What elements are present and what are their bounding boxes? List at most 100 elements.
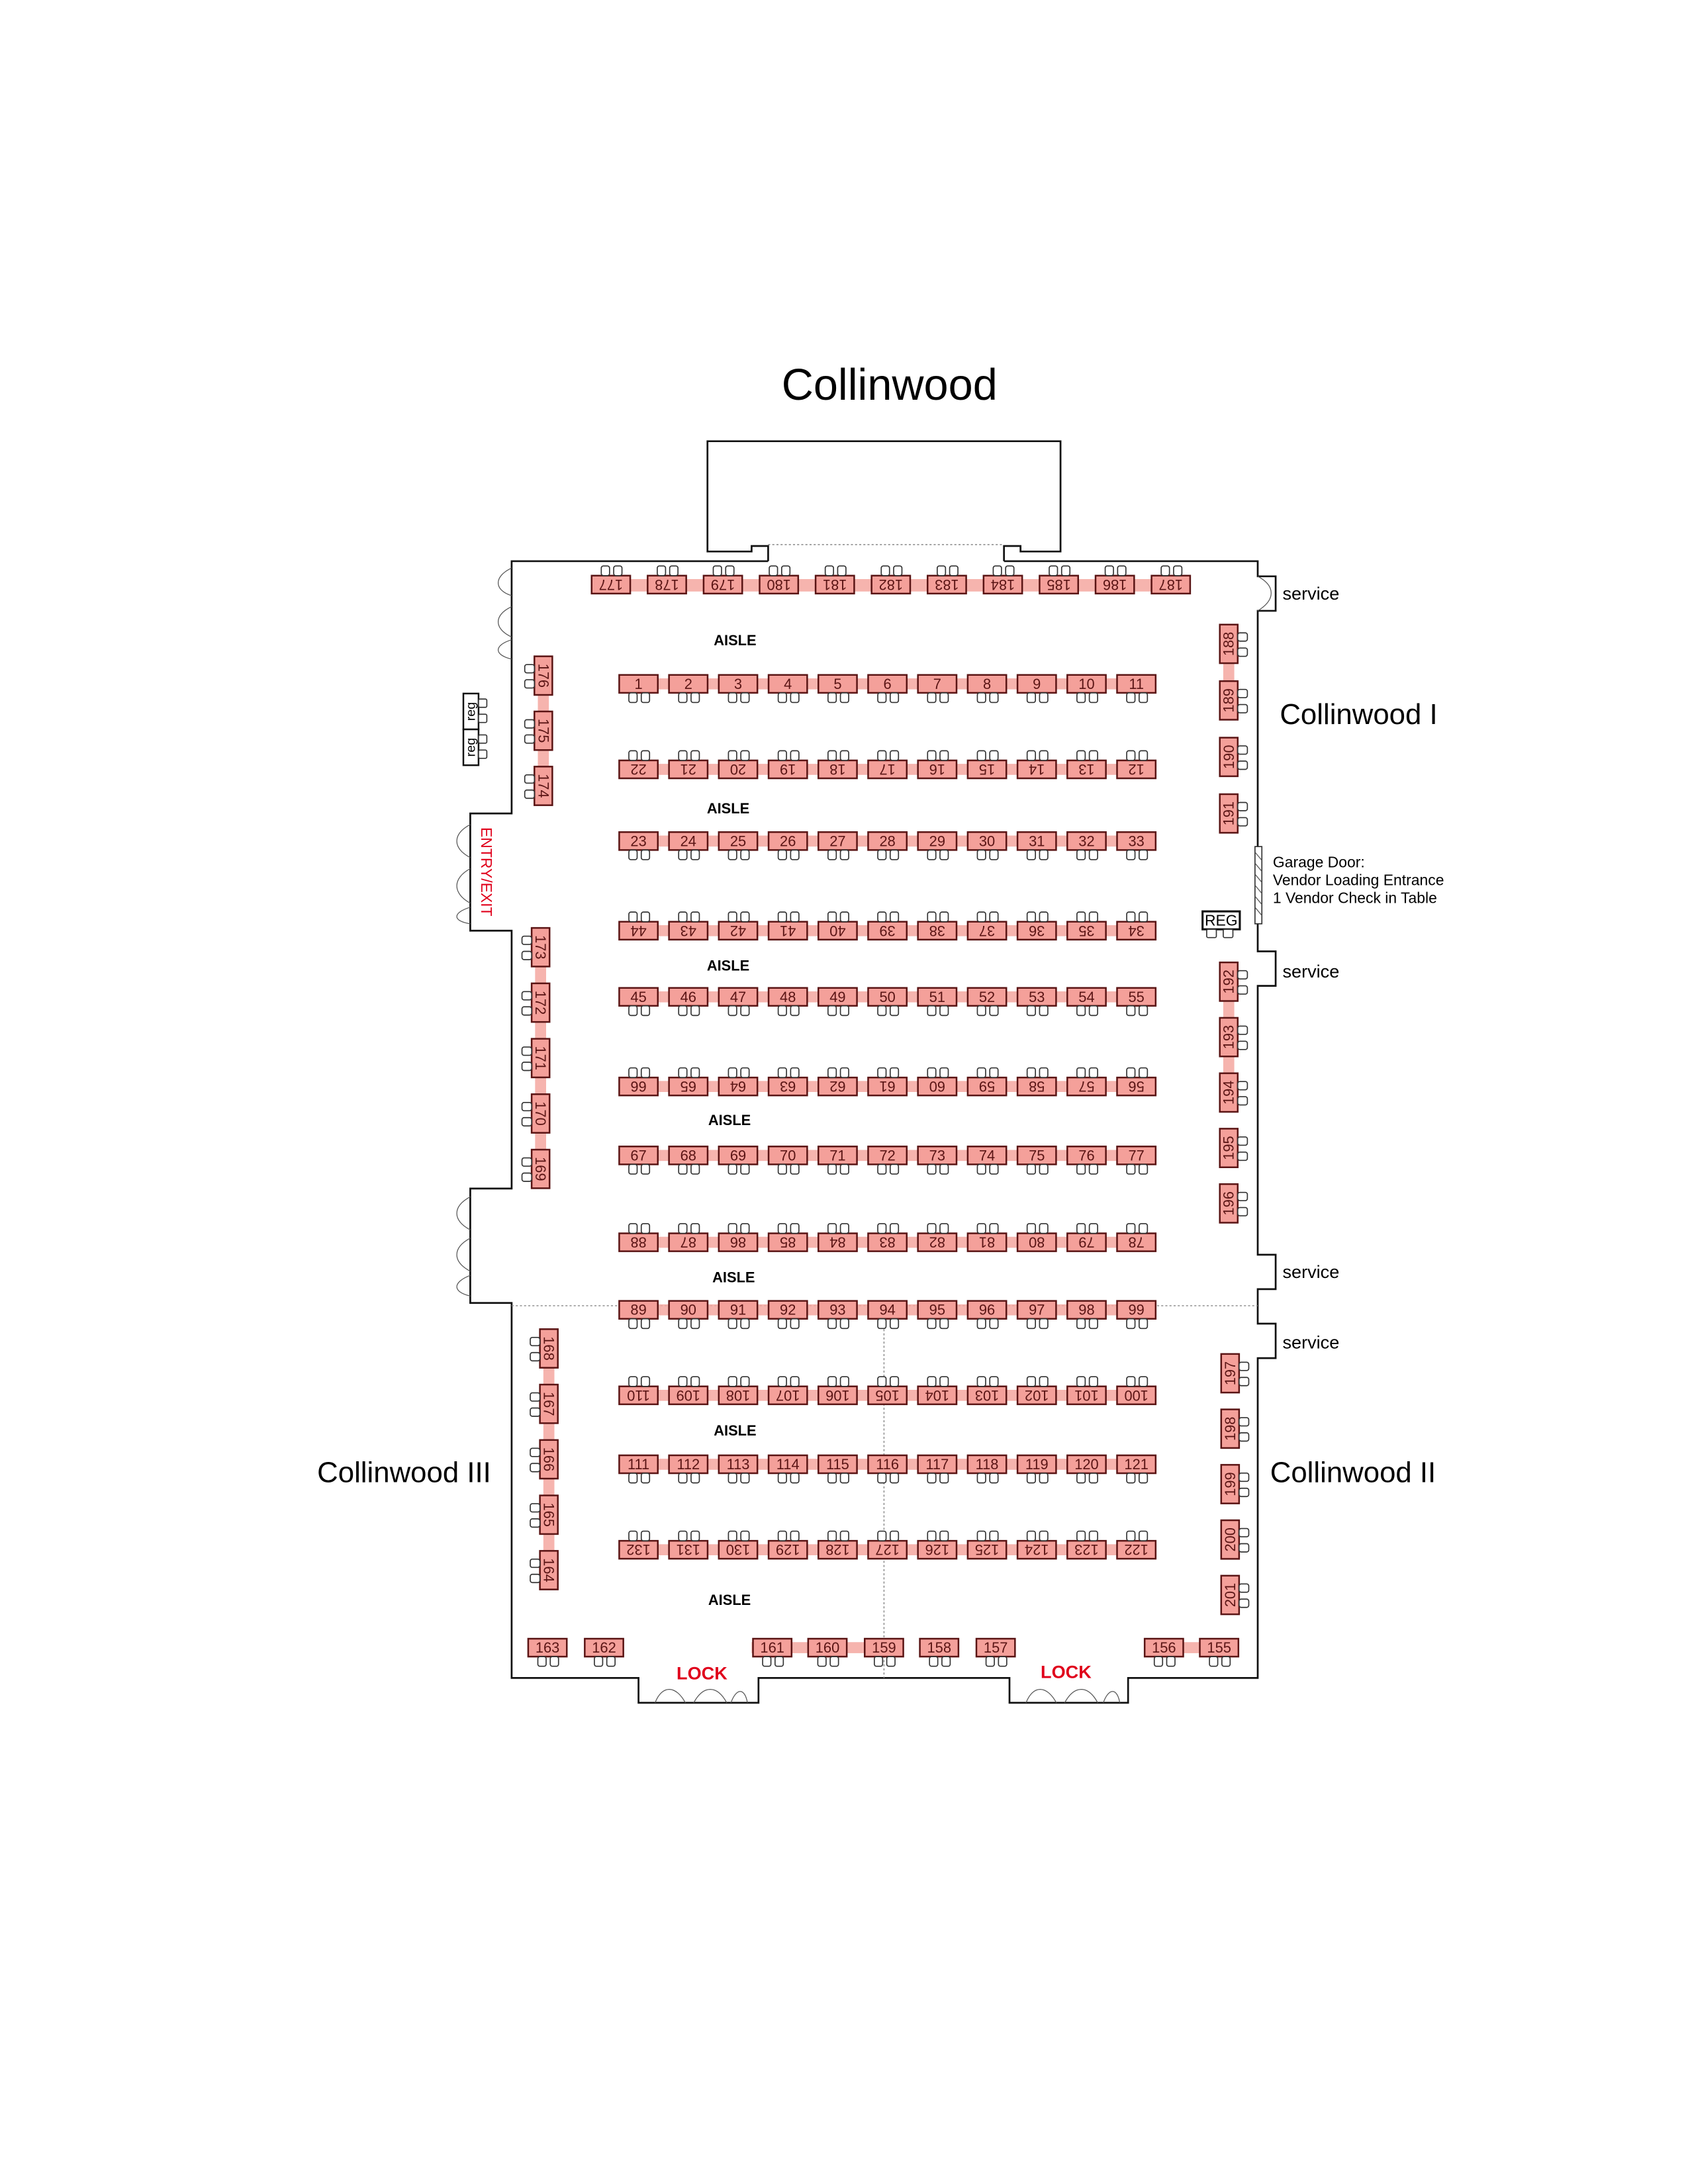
- vendor-table-43[interactable]: 43: [668, 911, 709, 941]
- vendor-table-129[interactable]: 129: [767, 1530, 808, 1560]
- vendor-table-130[interactable]: 130: [718, 1530, 759, 1560]
- vendor-table-194[interactable]: 194: [1219, 1072, 1248, 1113]
- vendor-table-70[interactable]: 70: [767, 1146, 808, 1175]
- vendor-table-121[interactable]: 121: [1116, 1454, 1157, 1484]
- vendor-table-12[interactable]: 12: [1116, 750, 1157, 780]
- vendor-table-111[interactable]: 111: [618, 1454, 659, 1484]
- vendor-table-159[interactable]: 159: [864, 1637, 904, 1667]
- vendor-table-13[interactable]: 13: [1066, 750, 1107, 780]
- vendor-table-7[interactable]: 7: [917, 674, 958, 704]
- vendor-table-90[interactable]: 90: [668, 1300, 709, 1330]
- vendor-table-50[interactable]: 50: [867, 987, 908, 1017]
- vendor-table-103[interactable]: 103: [966, 1376, 1008, 1406]
- vendor-table-59[interactable]: 59: [966, 1067, 1008, 1097]
- vendor-table-16[interactable]: 16: [917, 750, 958, 780]
- vendor-table-75[interactable]: 75: [1016, 1146, 1057, 1175]
- vendor-table-156[interactable]: 156: [1143, 1637, 1184, 1667]
- vendor-table-173[interactable]: 173: [521, 927, 551, 968]
- vendor-table-35[interactable]: 35: [1066, 911, 1107, 941]
- vendor-table-23[interactable]: 23: [618, 831, 659, 860]
- vendor-table-88[interactable]: 88: [618, 1223, 659, 1252]
- vendor-table-48[interactable]: 48: [767, 987, 808, 1017]
- vendor-table-52[interactable]: 52: [966, 987, 1008, 1017]
- vendor-table-175[interactable]: 175: [524, 710, 553, 751]
- vendor-table-122[interactable]: 122: [1116, 1530, 1157, 1560]
- vendor-table-107[interactable]: 107: [767, 1376, 808, 1406]
- vendor-table-165[interactable]: 165: [530, 1494, 559, 1535]
- vendor-table-60[interactable]: 60: [917, 1067, 958, 1097]
- vendor-table-96[interactable]: 96: [966, 1300, 1008, 1330]
- vendor-table-49[interactable]: 49: [818, 987, 858, 1017]
- vendor-table-128[interactable]: 128: [818, 1530, 858, 1560]
- vendor-table-198[interactable]: 198: [1220, 1408, 1250, 1449]
- vendor-table-102[interactable]: 102: [1016, 1376, 1057, 1406]
- vendor-table-124[interactable]: 124: [1016, 1530, 1057, 1560]
- vendor-table-95[interactable]: 95: [917, 1300, 958, 1330]
- vendor-table-73[interactable]: 73: [917, 1146, 958, 1175]
- vendor-table-190[interactable]: 190: [1219, 737, 1248, 778]
- vendor-table-184[interactable]: 184: [982, 565, 1023, 595]
- vendor-table-55[interactable]: 55: [1116, 987, 1157, 1017]
- vendor-table-192[interactable]: 192: [1219, 961, 1248, 1002]
- vendor-table-174[interactable]: 174: [524, 766, 553, 806]
- vendor-table-37[interactable]: 37: [966, 911, 1008, 941]
- vendor-table-164[interactable]: 164: [530, 1550, 559, 1590]
- vendor-table-91[interactable]: 91: [718, 1300, 759, 1330]
- vendor-table-188[interactable]: 188: [1219, 623, 1248, 664]
- vendor-table-53[interactable]: 53: [1016, 987, 1057, 1017]
- vendor-table-199[interactable]: 199: [1220, 1464, 1250, 1504]
- vendor-table-97[interactable]: 97: [1016, 1300, 1057, 1330]
- vendor-table-2[interactable]: 2: [668, 674, 709, 704]
- vendor-table-82[interactable]: 82: [917, 1223, 958, 1252]
- vendor-table-178[interactable]: 178: [647, 565, 687, 595]
- vendor-table-98[interactable]: 98: [1066, 1300, 1107, 1330]
- vendor-table-163[interactable]: 163: [527, 1637, 568, 1667]
- vendor-table-187[interactable]: 187: [1150, 565, 1192, 595]
- vendor-table-45[interactable]: 45: [618, 987, 659, 1017]
- vendor-table-31[interactable]: 31: [1016, 831, 1057, 860]
- vendor-table-132[interactable]: 132: [618, 1530, 659, 1560]
- vendor-table-183[interactable]: 183: [926, 565, 967, 595]
- vendor-table-29[interactable]: 29: [917, 831, 958, 860]
- vendor-table-131[interactable]: 131: [668, 1530, 709, 1560]
- vendor-table-117[interactable]: 117: [917, 1454, 958, 1484]
- vendor-table-92[interactable]: 92: [767, 1300, 808, 1330]
- vendor-table-40[interactable]: 40: [818, 911, 858, 941]
- vendor-table-195[interactable]: 195: [1219, 1128, 1248, 1168]
- vendor-table-197[interactable]: 197: [1220, 1353, 1250, 1394]
- vendor-table-176[interactable]: 176: [524, 655, 553, 696]
- vendor-table-171[interactable]: 171: [521, 1038, 551, 1079]
- vendor-table-17[interactable]: 17: [867, 750, 908, 780]
- vendor-table-38[interactable]: 38: [917, 911, 958, 941]
- vendor-table-167[interactable]: 167: [530, 1383, 559, 1424]
- vendor-table-113[interactable]: 113: [718, 1454, 759, 1484]
- vendor-table-118[interactable]: 118: [966, 1454, 1008, 1484]
- vendor-table-155[interactable]: 155: [1199, 1637, 1240, 1667]
- vendor-table-58[interactable]: 58: [1016, 1067, 1057, 1097]
- vendor-table-6[interactable]: 6: [867, 674, 908, 704]
- vendor-table-44[interactable]: 44: [618, 911, 659, 941]
- vendor-table-119[interactable]: 119: [1016, 1454, 1057, 1484]
- vendor-table-196[interactable]: 196: [1219, 1183, 1248, 1224]
- vendor-table-3[interactable]: 3: [718, 674, 759, 704]
- vendor-table-4[interactable]: 4: [767, 674, 808, 704]
- vendor-table-120[interactable]: 120: [1066, 1454, 1107, 1484]
- vendor-table-182[interactable]: 182: [870, 565, 912, 595]
- vendor-table-160[interactable]: 160: [807, 1637, 848, 1667]
- vendor-table-79[interactable]: 79: [1066, 1223, 1107, 1252]
- vendor-table-89[interactable]: 89: [618, 1300, 659, 1330]
- vendor-table-22[interactable]: 22: [618, 750, 659, 780]
- vendor-table-123[interactable]: 123: [1066, 1530, 1107, 1560]
- vendor-table-61[interactable]: 61: [867, 1067, 908, 1097]
- vendor-table-71[interactable]: 71: [818, 1146, 858, 1175]
- vendor-table-189[interactable]: 189: [1219, 680, 1248, 721]
- vendor-table-109[interactable]: 109: [668, 1376, 709, 1406]
- vendor-table-64[interactable]: 64: [718, 1067, 759, 1097]
- vendor-table-72[interactable]: 72: [867, 1146, 908, 1175]
- vendor-table-39[interactable]: 39: [867, 911, 908, 941]
- vendor-table-86[interactable]: 86: [718, 1223, 759, 1252]
- vendor-table-15[interactable]: 15: [966, 750, 1008, 780]
- vendor-table-80[interactable]: 80: [1016, 1223, 1057, 1252]
- vendor-table-169[interactable]: 169: [521, 1148, 551, 1189]
- vendor-table-104[interactable]: 104: [917, 1376, 958, 1406]
